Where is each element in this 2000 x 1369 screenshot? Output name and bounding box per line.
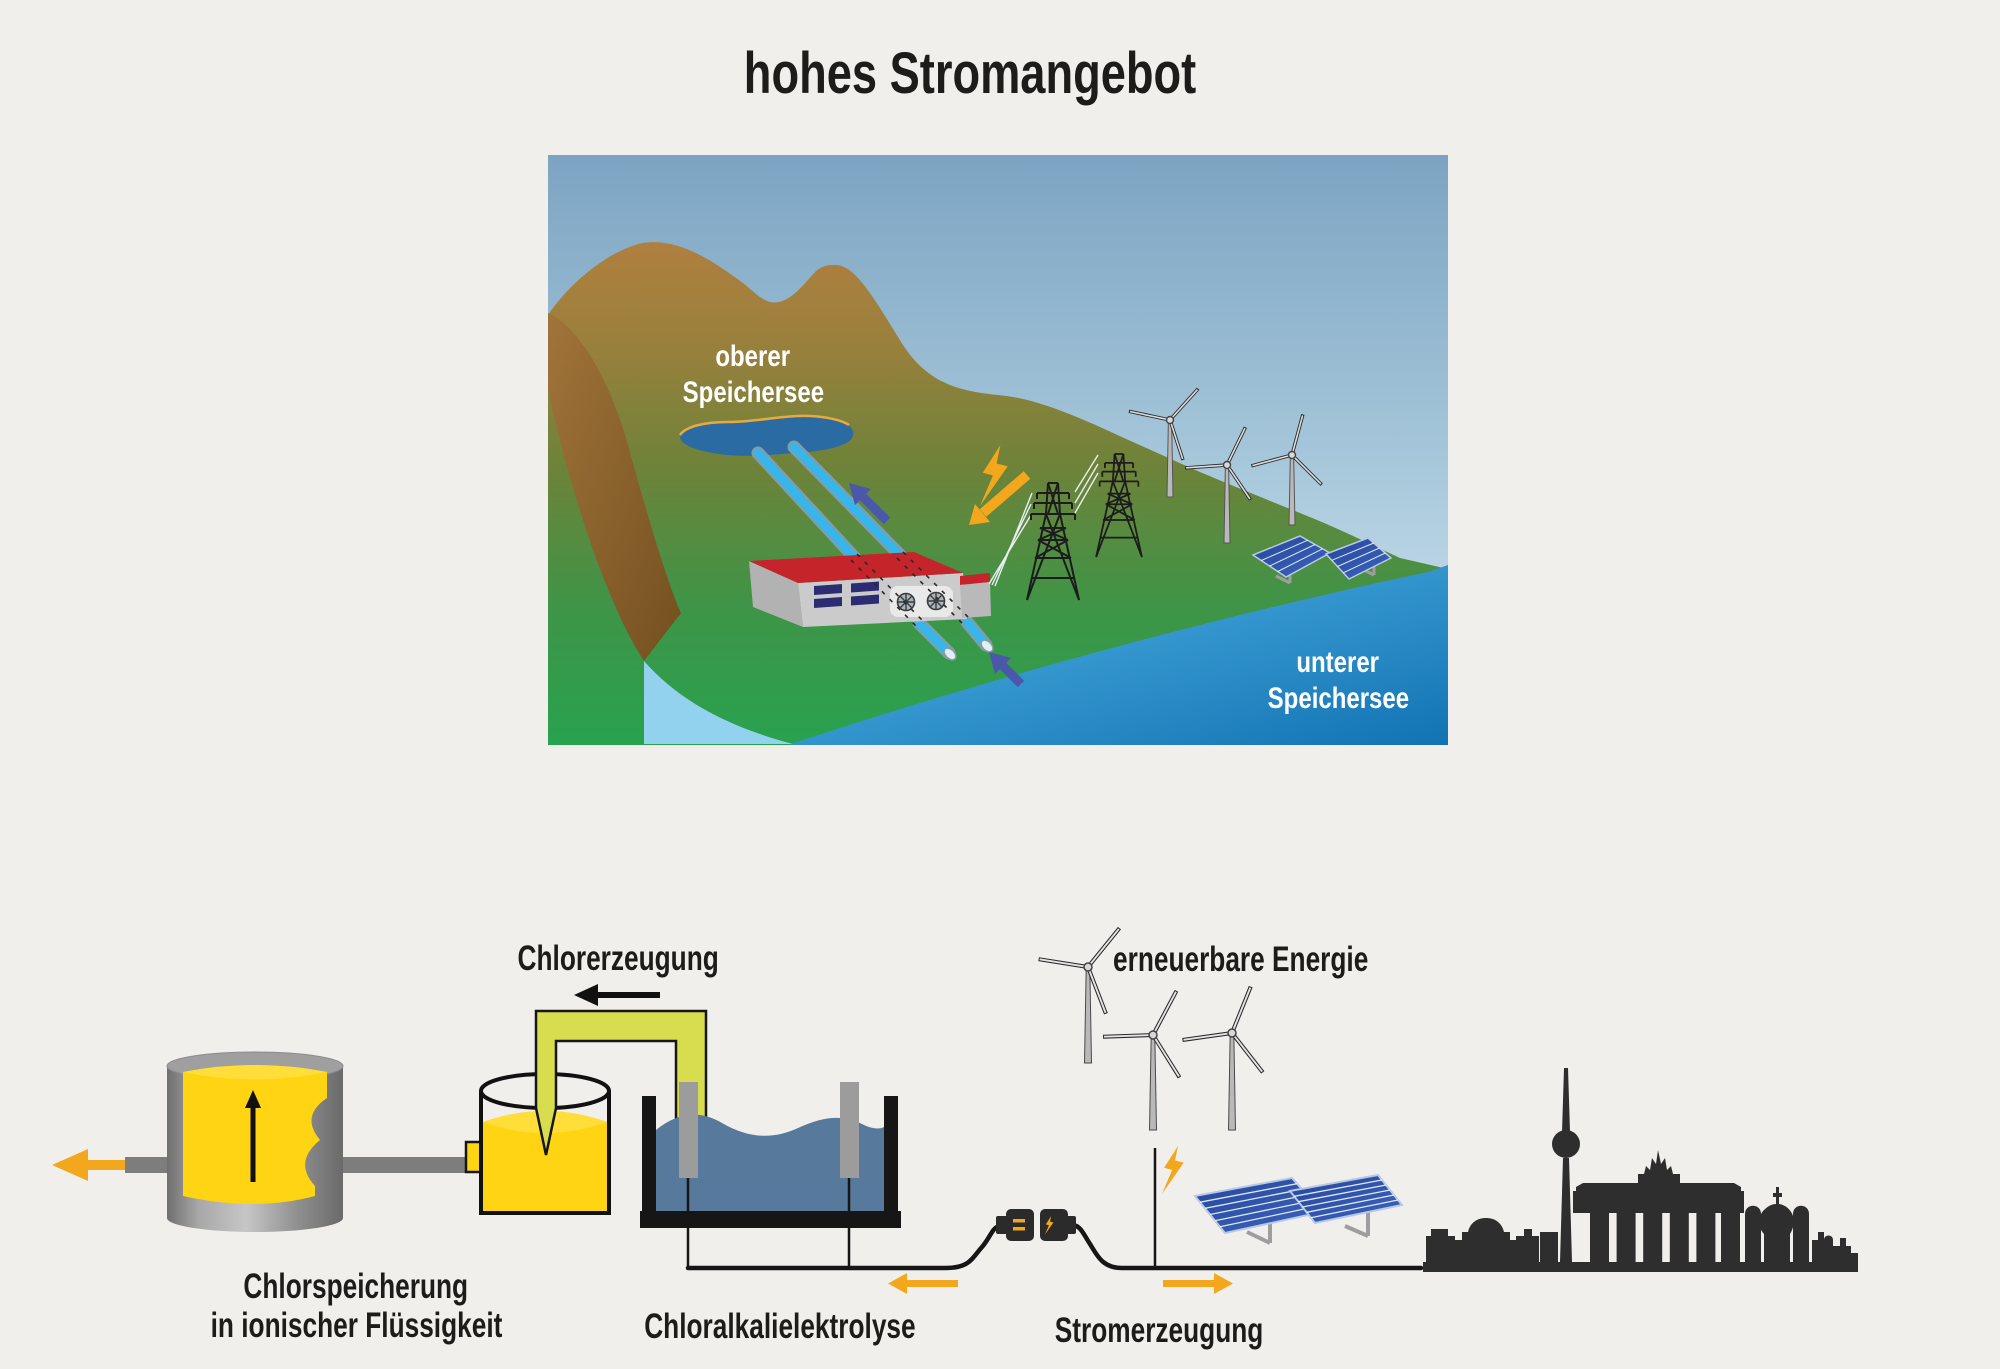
- electrode-wires: [686, 1178, 851, 1268]
- shore-water: [644, 661, 793, 744]
- electrode: [679, 1082, 698, 1178]
- wind-turbine-icon: [1183, 409, 1280, 544]
- current-to-electrolysis-arrow: [888, 1273, 958, 1294]
- chlorine-flow-arrow: [574, 984, 660, 1006]
- pipe-tank-to-beaker: [343, 1157, 468, 1173]
- lower-reservoir-label: unterer Speichersee: [1267, 646, 1409, 715]
- wind-turbine-icon: [1036, 920, 1156, 1064]
- berlin-skyline-silhouette: [1423, 1068, 1858, 1272]
- lightning-icon: [1162, 1146, 1184, 1194]
- chlorine-out-arrow: [52, 1149, 125, 1181]
- wind-turbine-icon: [1180, 968, 1293, 1131]
- chlorine-gas-pipe: [534, 1009, 708, 1156]
- hidden-pipe-dashes: [850, 551, 970, 627]
- wind-turbine-icon: [1249, 403, 1340, 526]
- chlorine-process-diagram: [52, 920, 1858, 1294]
- turbine-icon: [926, 591, 946, 611]
- electrolysis-cell: [640, 1096, 901, 1228]
- chlorine-storage-tank: [166, 1051, 344, 1232]
- electricity-in-arrow: [969, 471, 1031, 525]
- penstock-pipes: [751, 440, 994, 661]
- water-intake-arrow: [989, 652, 1025, 688]
- lower-reservoir-water: [788, 565, 1448, 745]
- solar-panel-icon: [1193, 1173, 1404, 1245]
- chlorine-production-label: Chlorerzeugung: [517, 939, 719, 978]
- wind-turbine-icon: [1103, 971, 1215, 1131]
- upper-reservoir-shoreline: [678, 414, 850, 436]
- pumped-storage-illustration: oberer Speichersee unterer Speichersee: [548, 155, 1448, 745]
- power-cable: [685, 1222, 1424, 1271]
- plug-icon: [996, 1209, 1076, 1241]
- electrode: [840, 1082, 859, 1178]
- power-house: [749, 551, 991, 627]
- landscape-scene: [548, 155, 1448, 745]
- current-from-generation-arrow: [1163, 1273, 1233, 1294]
- chlorine-storage-label: Chlorspeicherung in ionischer Flüssigkei…: [210, 1267, 502, 1345]
- pump-up-arrow: [849, 483, 891, 525]
- renewable-energy-label: erneuerbare Energie: [1113, 940, 1369, 979]
- fill-up-arrow: [245, 1090, 261, 1182]
- power-lines: [988, 454, 1099, 587]
- upper-reservoir-label: oberer Speichersee: [682, 340, 824, 409]
- electrolysis-label: Chloralkalielektrolyse: [644, 1307, 916, 1346]
- mountain-cut-face: [548, 313, 681, 661]
- page-title-text: hohes Stromangebot: [743, 41, 1197, 106]
- pipe-left: [125, 1157, 169, 1173]
- upper-reservoir-water: [680, 416, 854, 456]
- wind-turbine-icon: [1127, 362, 1227, 498]
- windows: [814, 581, 879, 608]
- electrolyte: [656, 1114, 884, 1211]
- power-generation-label: Stromerzeugung: [1054, 1311, 1264, 1350]
- turbine-icon: [896, 592, 916, 612]
- annex-roof: [960, 573, 990, 585]
- page-title: hohes Stromangebot: [670, 40, 1270, 107]
- annex: [960, 582, 991, 618]
- solar-panel-icon: [1251, 535, 1393, 585]
